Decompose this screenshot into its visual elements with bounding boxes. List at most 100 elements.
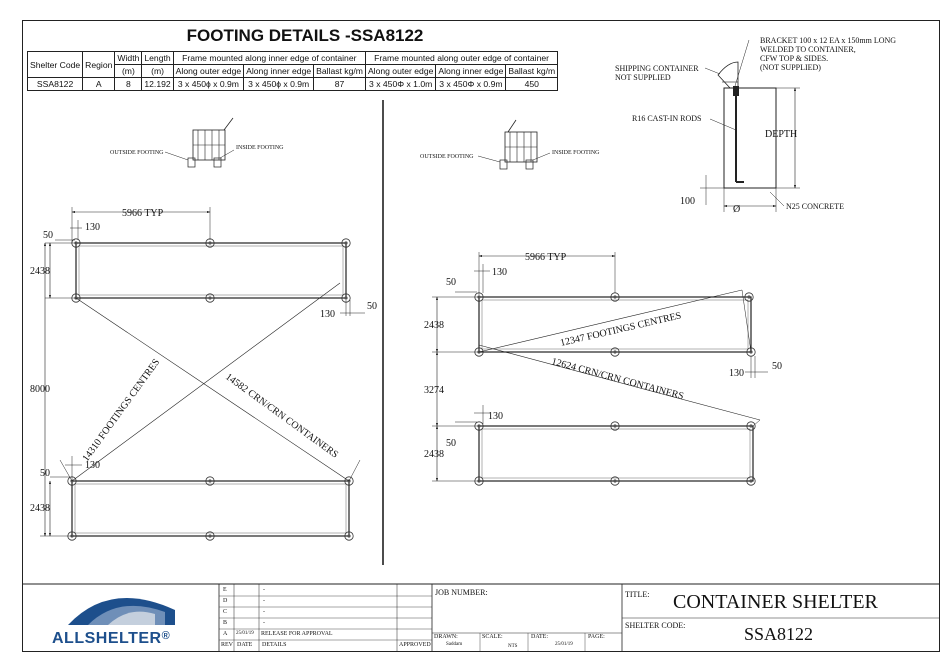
left-container-top-inner [78, 245, 344, 296]
right-diagram: OUTSIDE FOOTING INSIDE FOOTING 5966 TYP [420, 119, 782, 486]
right-container-bottom-inner [481, 428, 751, 479]
left-diagram: OUTSIDE FOOTING INSIDE FOOTING 5966 TY [30, 117, 377, 541]
right-thumbnail: OUTSIDE FOOTING INSIDE FOOTING [420, 119, 600, 170]
detail-rods-label: R16 CAST-IN RODS [632, 114, 702, 123]
table-cell: A [82, 77, 116, 91]
right-dim-130c: 130 [488, 411, 503, 422]
drawing-frame [22, 20, 940, 652]
left-container-bottom-inner [74, 483, 347, 534]
logo-wordmark: ALLSHELTER [52, 630, 162, 647]
left-dim-130b: 130 [320, 309, 335, 320]
footing-section-detail: DEPTH 100 Ø BRACKET 100 x 12 EA x 150mm … [615, 36, 896, 215]
table-cell: SSA8122 [26, 77, 84, 91]
detail-width-label: 100 [680, 196, 695, 207]
shelter-code-label: SHELTER CODE: [625, 621, 686, 630]
rev-row-rev: E [223, 587, 227, 593]
detail-depth-label: DEPTH [765, 129, 797, 140]
left-thumb-inside-label: INSIDE FOOTING [236, 145, 284, 151]
allshelter-logo-mark [68, 598, 175, 625]
rev-row-rev: A [223, 631, 228, 637]
right-container-bottom [478, 425, 754, 482]
drawing-title: FOOTING DETAILS -SSA8122 [186, 26, 424, 45]
left-diagonal-footing [71, 282, 341, 482]
left-dim-50c: 50 [40, 468, 50, 479]
right-diag-footing-label: 12347 FOOTINGS CENTRES [559, 310, 682, 349]
rev-row-date: 25/01/19 [236, 631, 254, 636]
scale-label: SCALE: [482, 634, 503, 640]
detail-concrete-label: N25 CONCRETE [786, 202, 844, 211]
detail-diameter-label: Ø [733, 204, 740, 215]
detail-container-line2: NOT SUPPLIED [615, 73, 671, 82]
left-dim-50a: 50 [43, 230, 53, 241]
right-dim-2438a: 2438 [424, 320, 444, 331]
right-diagonal-crn [478, 344, 761, 421]
title-block [22, 583, 940, 652]
left-container-top [75, 242, 347, 299]
rev-header-approved: APPROVED [399, 642, 431, 648]
left-dim-8000: 8000 [30, 384, 50, 395]
rev-row-rev: B [223, 620, 228, 626]
left-spacing-label: 5966 TYP [122, 208, 164, 219]
detail-bracket-line3: CFW TOP & SIDES. [760, 54, 828, 63]
left-diagonal-crn [75, 297, 350, 482]
left-container-bottom [71, 480, 350, 537]
right-dim-2438b: 2438 [424, 449, 444, 460]
left-dim-50b: 50 [367, 301, 377, 312]
rev-header-date: DATE [237, 642, 253, 648]
detail-bracket-line1: BRACKET 100 x 12 EA x 150mm LONG [760, 36, 896, 45]
table-cell: 3 x 450ɸ x 0.9m [172, 77, 245, 91]
rev-row-details: - [263, 598, 265, 604]
table-cell: 3 x 450Φ x 1.0m [364, 77, 437, 91]
right-dim-50c: 50 [446, 438, 456, 449]
rev-row-rev: D [223, 598, 228, 604]
rev-row-details: RELEASE FOR APPROVAL [261, 631, 333, 637]
right-container-top-inner [481, 299, 749, 350]
table-row: SSA8122 A 8 12.192 3 x 450ɸ x 0.9m 3 x 4… [26, 77, 559, 91]
left-dim-130a: 130 [85, 222, 100, 233]
right-spacing-label: 5966 TYP [525, 252, 567, 263]
th-shelter-code: Shelter Code [26, 51, 84, 78]
left-diag-footing-label: 14310 FOOTINGS CENTRES [81, 357, 163, 464]
title-value: CONTAINER SHELTER [673, 591, 878, 613]
left-dim-2438a: 2438 [30, 266, 50, 277]
scale-value: NTS [508, 644, 518, 649]
shelter-code-value: SSA8122 [744, 624, 814, 644]
left-diag-crn-label: 14582 CRN/CRN CONTAINERS [223, 372, 340, 461]
left-footings [67, 238, 354, 541]
right-diagonal-footing [478, 289, 743, 353]
left-thumbnail: OUTSIDE FOOTING INSIDE FOOTING [110, 117, 284, 168]
rev-row-rev: C [223, 609, 228, 615]
job-number-label: JOB NUMBER: [435, 588, 488, 597]
detail-container-line1: SHIPPING CONTAINER [615, 64, 699, 73]
allshelter-logo: ALLSHELTER® [52, 630, 170, 648]
right-dim-130a: 130 [492, 267, 507, 278]
rev-row-details: - [263, 620, 265, 626]
detail-bracket-line4: (NOT SUPPLIED) [760, 63, 821, 72]
right-dim-50a: 50 [446, 277, 456, 288]
right-dim-130b: 130 [729, 368, 744, 379]
rev-row-details: - [263, 609, 265, 615]
logo-registered-mark: ® [161, 630, 171, 642]
table-cell: 3 x 450Φ x 0.9m [435, 77, 507, 91]
date-value: 25/01/19 [555, 642, 573, 647]
left-thumb-outside-label: OUTSIDE FOOTING [110, 150, 164, 156]
left-dim-2438b: 2438 [30, 503, 50, 514]
page-label: PAGE: [588, 634, 605, 640]
drawn-label: DRAWN: [434, 634, 458, 640]
detail-bracket-line2: WELDED TO CONTAINER, [760, 45, 856, 54]
right-footings [474, 292, 756, 486]
right-thumb-inside-label: INSIDE FOOTING [552, 150, 600, 156]
rev-row-details: - [263, 587, 265, 593]
title-label: TITLE: [625, 590, 650, 599]
right-diag-crn-label: 12624 CRN/CRN CONTAINERS [550, 356, 685, 402]
table-cell: 12.192 [141, 77, 174, 91]
table-cell: 3 x 450ɸ x 0.9m [243, 77, 315, 91]
specs-table: Shelter Code Region Width Length Frame m… [26, 51, 559, 91]
date-label: DATE: [531, 634, 548, 640]
rev-header-details: DETAILS [262, 642, 287, 648]
rev-header-rev: REV [221, 642, 233, 648]
right-dim-3274: 3274 [424, 385, 444, 396]
right-thumb-outside-label: OUTSIDE FOOTING [420, 154, 474, 160]
right-dim-50b: 50 [772, 361, 782, 372]
